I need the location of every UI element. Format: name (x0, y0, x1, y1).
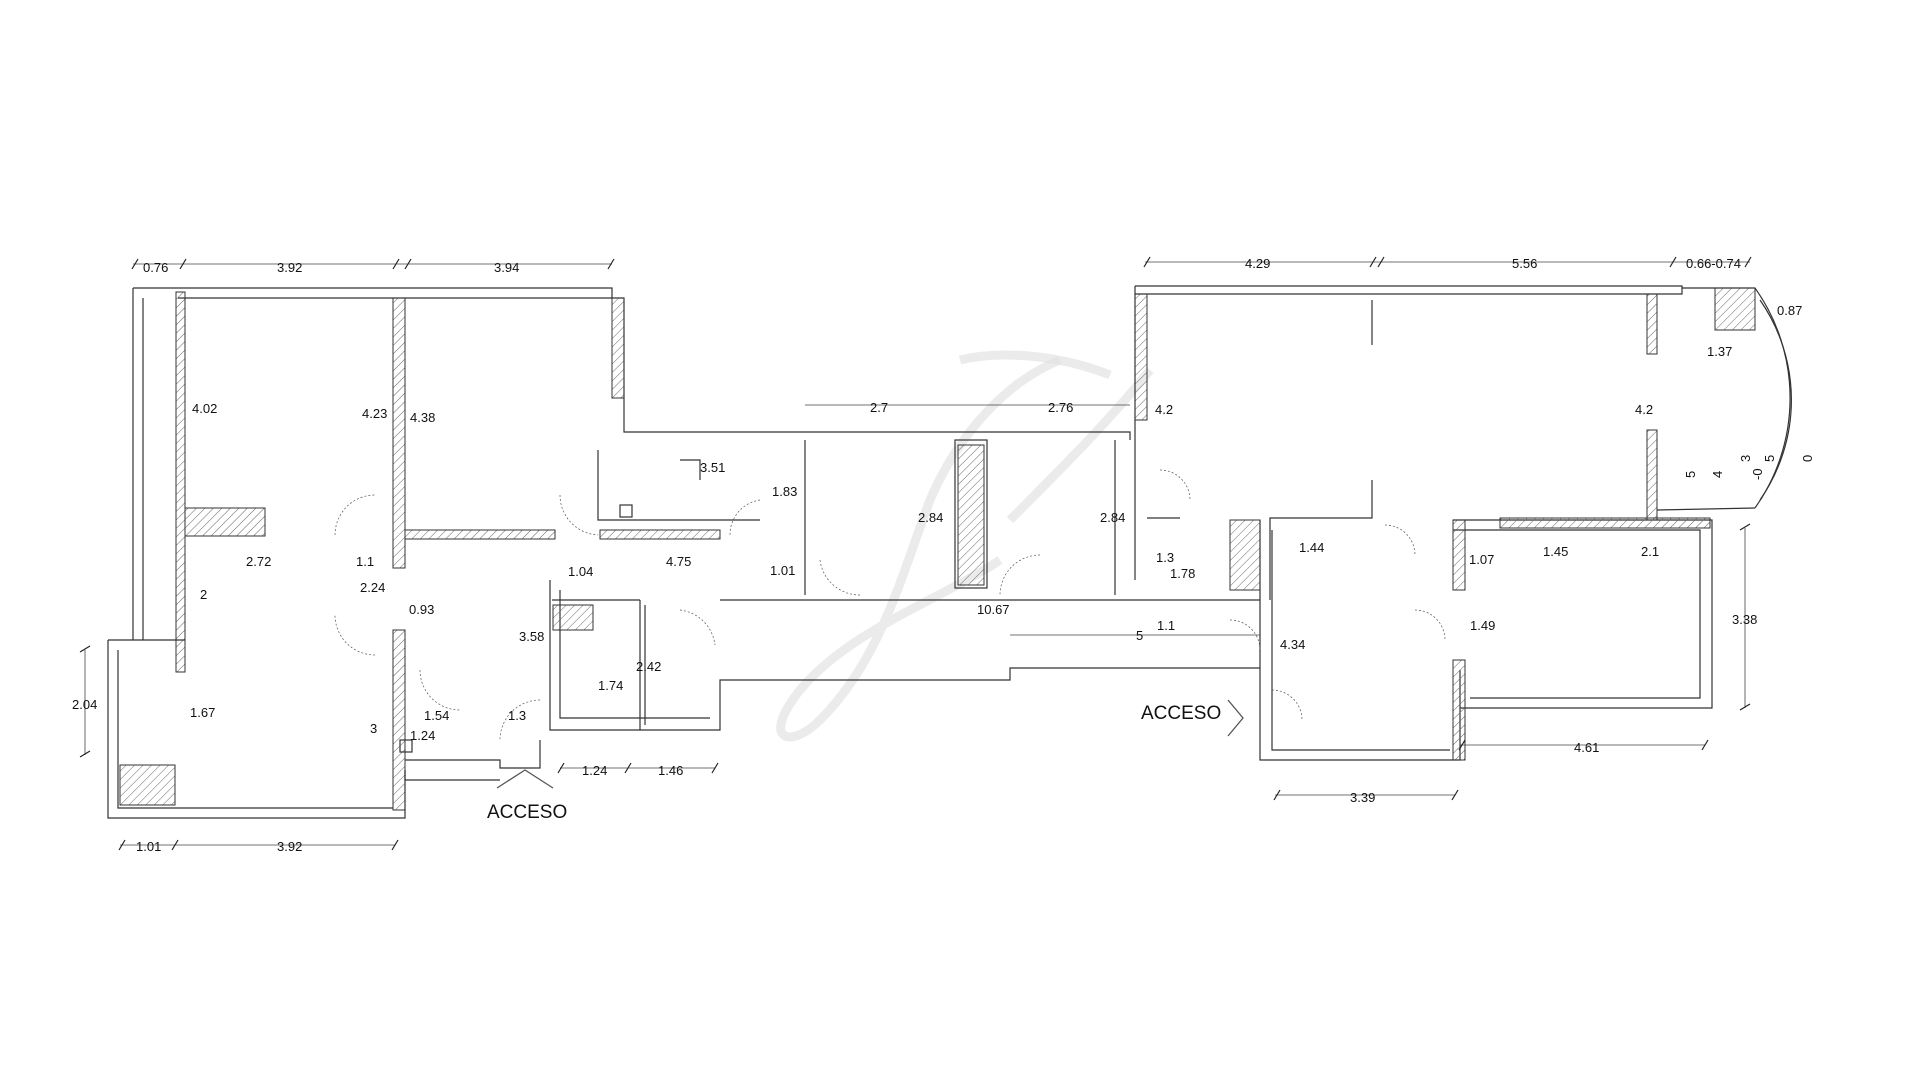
wall-right-1 (611, 297, 625, 399)
dim-label: 2.72 (246, 554, 271, 569)
wall-mid-2 (599, 529, 721, 540)
dim-label: 4 (1710, 471, 1725, 478)
dim-label: 1.24 (410, 728, 435, 743)
wall-right-unit-1 (1134, 293, 1148, 421)
wall-right-unit-5 (1452, 659, 1466, 761)
dim-label: 3 (370, 721, 377, 736)
pillar (1714, 287, 1756, 331)
shaft (954, 439, 988, 589)
dim-label: 1.83 (772, 484, 797, 499)
wall-right-unit-3 (1646, 429, 1658, 521)
bath-fixture (399, 739, 413, 753)
dim-label: 4.29 (1245, 256, 1270, 271)
wall-right-unit-4 (1452, 519, 1466, 591)
dim-label: 0.66-0.74 (1686, 256, 1741, 271)
dim-label: 0.87 (1777, 303, 1802, 318)
dim-label: 3.92 (277, 839, 302, 854)
dim-label: 1.07 (1469, 552, 1494, 567)
dim-label: 1.37 (1707, 344, 1732, 359)
dim-label: 1.24 (582, 763, 607, 778)
dim-label: 4.2 (1155, 402, 1173, 417)
dim-label: 4.34 (1280, 637, 1305, 652)
left-unit (107, 287, 1260, 819)
dim-label: 1.04 (568, 564, 593, 579)
access-arrow-left (496, 769, 554, 789)
dim-label: 2.1 (1641, 544, 1659, 559)
wall-right-unit-6 (1499, 517, 1711, 529)
dim-label: 1.49 (1470, 618, 1495, 633)
dim-label: 0 (1800, 455, 1815, 462)
dimension-lines (79, 256, 1752, 851)
shaft-hatch (957, 444, 985, 586)
dim-label: 2.84 (1100, 510, 1125, 525)
closet-mid (552, 604, 594, 631)
dim-label: 1.44 (1299, 540, 1324, 555)
dim-label: 3 (1738, 455, 1753, 462)
dim-label: 1.45 (1543, 544, 1568, 559)
dim-label: 1.78 (1170, 566, 1195, 581)
dim-label: 3.38 (1732, 612, 1757, 627)
dim-label: 2.24 (360, 580, 385, 595)
wall-left-3 (392, 629, 406, 811)
dim-label: -0 (1750, 468, 1765, 480)
dim-label: 0.93 (409, 602, 434, 617)
dim-label: 2.76 (1048, 400, 1073, 415)
dim-label: 4.61 (1574, 740, 1599, 755)
dim-label: 4.75 (666, 554, 691, 569)
dim-label: 5 (1683, 471, 1698, 478)
dim-label: 4.38 (410, 410, 435, 425)
wall-mid-1 (404, 529, 556, 540)
dimension-labels: 0.76 3.92 3.94 4.29 5.56 0.66-0.74 0.87 … (72, 256, 1815, 854)
dim-label: 3.58 (519, 629, 544, 644)
closet-bottom-left (119, 764, 176, 806)
access-label-left: ACCESO (487, 802, 567, 823)
dim-label: 3.51 (700, 460, 725, 475)
dim-label: 3.92 (277, 260, 302, 275)
dim-label: 4.02 (192, 401, 217, 416)
dim-label: 1.74 (598, 678, 623, 693)
closet-left (184, 507, 266, 537)
dim-label: 1.3 (1156, 550, 1174, 565)
dim-label: 4.23 (362, 406, 387, 421)
dim-label: 1.1 (356, 554, 374, 569)
dim-label: 10.67 (977, 602, 1010, 617)
right-unit (1134, 285, 1792, 761)
toilet-fixture (619, 504, 633, 518)
dim-label: 0.76 (143, 260, 168, 275)
dim-label: 4.2 (1635, 402, 1653, 417)
dim-label: 3.94 (494, 260, 519, 275)
dim-label: 5 (1762, 455, 1777, 462)
wall-left-2 (392, 297, 406, 569)
wall-left-1 (175, 291, 186, 673)
dim-label: 1.54 (424, 708, 449, 723)
dim-label: 2.04 (72, 697, 97, 712)
dim-label: 3.39 (1350, 790, 1375, 805)
access-label-right: ACCESO (1141, 703, 1221, 724)
dim-label: 2.7 (870, 400, 888, 415)
dim-label: 5.56 (1512, 256, 1537, 271)
dim-label: 2 (200, 587, 207, 602)
dim-label: 1.46 (658, 763, 683, 778)
dim-label: 2.42 (636, 659, 661, 674)
closet-right (1229, 519, 1261, 591)
dim-label: 5 (1136, 628, 1143, 643)
dim-label: 2.84 (918, 510, 943, 525)
dim-label: 1.01 (136, 839, 161, 854)
dim-label: 1.67 (190, 705, 215, 720)
dim-label: 1.3 (508, 708, 526, 723)
wall-right-unit-2 (1646, 293, 1658, 355)
access-arrow-right (1227, 699, 1244, 737)
dim-label: 1.01 (770, 563, 795, 578)
dim-label: 1.1 (1157, 618, 1175, 633)
